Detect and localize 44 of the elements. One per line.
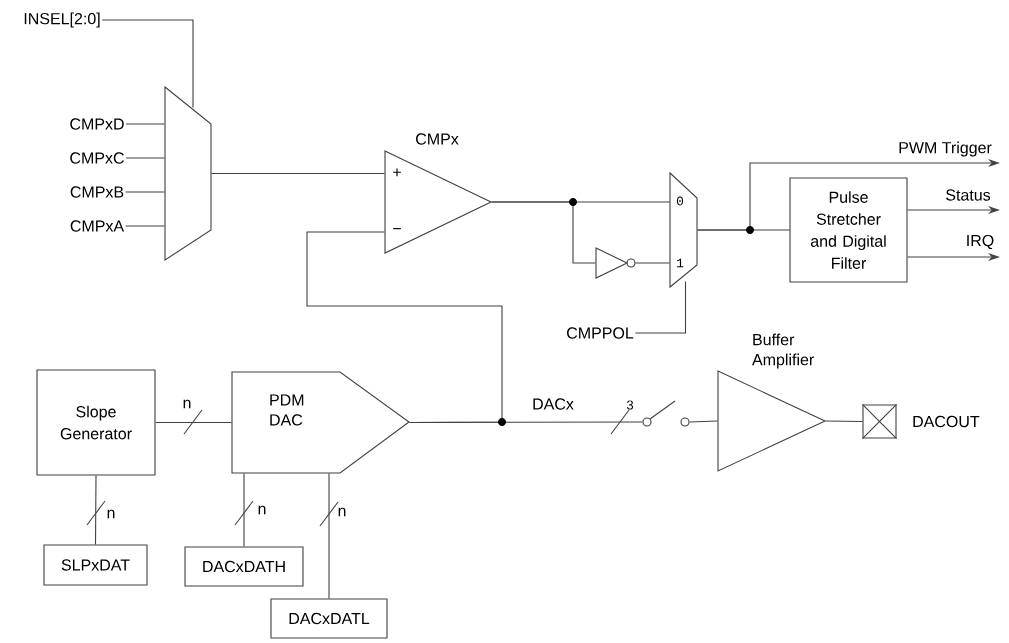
- connector-line: [94, 475, 97, 545]
- connector-line: [155, 421, 232, 424]
- node-label: Buffer Amplifier: [752, 333, 814, 369]
- register-box: SLPxDAT: [43, 544, 148, 586]
- edge-label: n: [105, 508, 117, 520]
- buffer-amplifier: Buffer Amplifier: [717, 333, 827, 472]
- connector-line: [125, 123, 165, 125]
- edge-label: Status: [944, 188, 992, 202]
- signal-label: CMPxC: [70, 152, 124, 164]
- signal-label: INSEL[2:0]: [24, 12, 100, 28]
- signal-label: CMPxD: [70, 118, 124, 130]
- register-box: DACxDATL: [270, 598, 388, 639]
- edge-label: n: [181, 398, 193, 410]
- connector-line: [689, 420, 718, 423]
- connector-line: [125, 191, 165, 193]
- edge-label: DACx: [531, 397, 575, 411]
- signal-label: CMPxA: [70, 220, 125, 232]
- function-block: Pulse Stretcher and Digital Filter: [789, 177, 908, 283]
- connector-line: [211, 172, 385, 175]
- switch-symbol: [642, 400, 690, 427]
- connector-line: [328, 473, 330, 599]
- connector-line: [825, 420, 863, 423]
- inverter-symbol: [595, 247, 636, 279]
- pin-label: DACOUT: [913, 415, 980, 428]
- connector-line: [409, 421, 643, 424]
- connector-line: [634, 281, 687, 334]
- connector-line: [243, 473, 245, 547]
- bus-width-label: 3: [626, 400, 634, 410]
- edge-label: IRQ: [964, 233, 996, 251]
- pin-pad: [861, 403, 898, 440]
- connector-line: [101, 19, 194, 108]
- signal-label: CMPPOL: [567, 327, 634, 339]
- connector-line: [491, 201, 596, 264]
- function-block: Slope Generator: [36, 369, 156, 476]
- connector-line: [125, 225, 165, 227]
- register-box: DACxDATH: [184, 546, 304, 587]
- edge-label: n: [336, 506, 348, 518]
- connector-line: [306, 231, 503, 424]
- connector-line: [125, 157, 165, 159]
- connector-line: [635, 262, 670, 264]
- dac-block: PDM DAC: [231, 371, 410, 474]
- edge-label: n: [256, 504, 268, 516]
- edge-label: PWM Trigger: [897, 140, 993, 158]
- signal-label: CMPxB: [70, 186, 124, 198]
